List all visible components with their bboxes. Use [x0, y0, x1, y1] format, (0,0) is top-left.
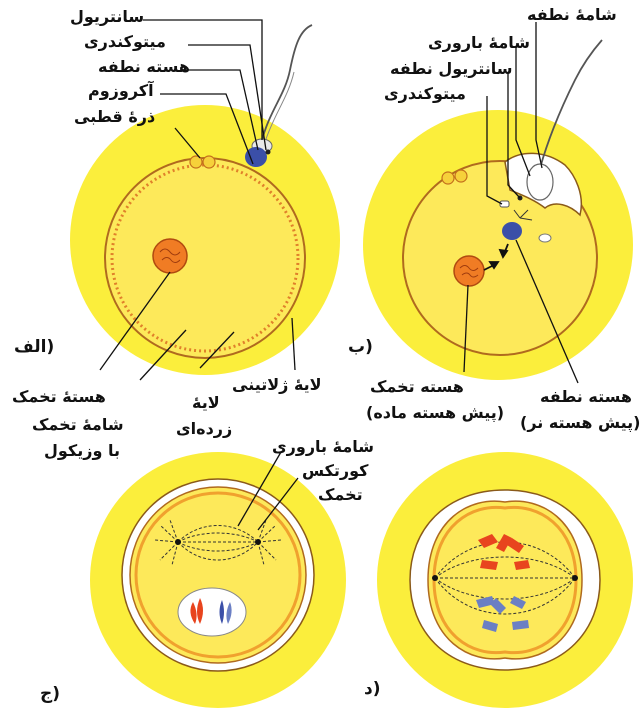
label-egg-membrane-1: شامهٔ تخمک	[32, 416, 124, 434]
label-egg-nucleus-a: هستهٔ تخمک	[12, 388, 106, 406]
centriole-c-right	[255, 539, 261, 545]
egg-nucleus-b	[454, 256, 484, 286]
label-jelly-layer: لایهٔ ژلاتینی	[232, 376, 322, 394]
label-yolk-layer-1: لایهٔ	[192, 394, 220, 412]
label-sperm-membrane: شامهٔ نطفه	[527, 6, 617, 24]
egg-cell-a	[105, 158, 305, 358]
label-egg-membrane-2: با وزیکول	[44, 442, 120, 460]
label-yolk-layer-2: زرده‌ای	[176, 420, 232, 438]
label-egg-nucleus-b-1: هسته تخمک	[370, 378, 464, 396]
centriole-d-right	[572, 575, 578, 581]
egg-cell-c	[130, 487, 306, 663]
panel-label-d: (د	[364, 680, 381, 700]
label-mitochondria-b: میتوکندری	[384, 85, 466, 103]
panel-label-a: (الف	[14, 338, 54, 358]
panel-c	[90, 452, 346, 708]
label-sperm-nucleus: هسته نطفه	[98, 58, 190, 76]
egg-cell-d	[428, 501, 582, 659]
panel-label-c: (ج	[40, 685, 60, 705]
label-acrosome: آکروزوم	[88, 82, 154, 100]
centriole-d-left	[432, 575, 438, 581]
label-egg-cortex-2: تخمک	[318, 486, 363, 504]
zygote-nucleus-c	[178, 588, 246, 636]
label-sperm-centriole: سانتریول نطفه	[390, 60, 513, 78]
label-fertilization-membrane-c: شامهٔ باروری	[272, 438, 374, 456]
egg-nucleus-a	[153, 239, 187, 273]
label-polar-body: ذرهٔ قطبی	[74, 108, 155, 126]
label-mitochondria: میتوکندری	[84, 33, 166, 51]
label-egg-cortex-1: کورتکس	[302, 462, 368, 480]
panel-label-b: (ب	[348, 338, 373, 358]
panel-d	[377, 452, 633, 708]
sperm-nucleus-b	[502, 222, 522, 240]
label-egg-nucleus-b-2: (پیش هسته ماده)	[366, 404, 504, 422]
centriole-c-left	[175, 539, 181, 545]
label-centriole: سانتریول	[70, 8, 144, 26]
label-sperm-nucleus-b-1: هسته نطفه	[540, 388, 632, 406]
label-fertilization-membrane-b: شامهٔ باروری	[428, 34, 530, 52]
sperm-nucleus-a	[245, 147, 267, 167]
label-sperm-nucleus-b-2: (پیش هسته نر)	[520, 414, 641, 432]
